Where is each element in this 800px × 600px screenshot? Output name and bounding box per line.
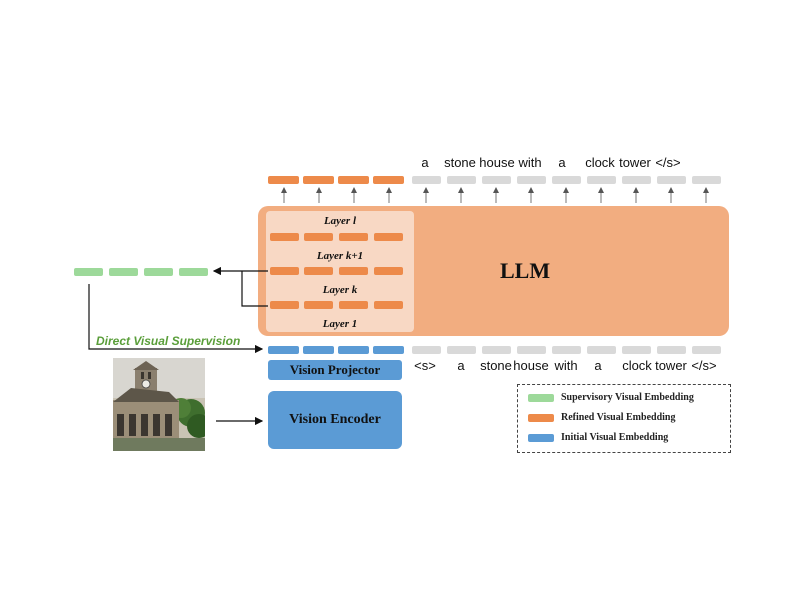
top-word: a	[558, 155, 566, 170]
legend-label: Supervisory Visual Embedding	[561, 392, 694, 403]
bottom-word: tower	[655, 358, 687, 373]
initial-visual-token	[268, 346, 299, 354]
text-input-token	[412, 346, 441, 354]
legend: Supervisory Visual Embedding Refined Vis…	[517, 384, 731, 453]
vision-encoder: Vision Encoder	[268, 391, 402, 449]
layer-token	[304, 233, 333, 241]
top-word: tower	[619, 155, 651, 170]
legend-item-refined: Refined Visual Embedding	[528, 412, 675, 423]
legend-label: Initial Visual Embedding	[561, 432, 669, 443]
layer-token	[270, 267, 299, 275]
text-output-token	[692, 176, 721, 184]
legend-item-supervisory: Supervisory Visual Embedding	[528, 392, 694, 403]
text-output-token	[412, 176, 441, 184]
bottom-word: stone	[480, 358, 512, 373]
bottom-word: a	[594, 358, 602, 373]
layer-token	[339, 267, 368, 275]
text-input-token	[482, 346, 511, 354]
top-word: </s>	[655, 155, 681, 170]
layer-label-l: Layer l	[323, 215, 357, 227]
initial-visual-token	[373, 346, 404, 354]
text-input-token	[622, 346, 651, 354]
text-output-token	[447, 176, 476, 184]
layer-token	[270, 301, 299, 309]
direct-visual-supervision-label: Direct Visual Supervision	[96, 334, 241, 348]
top-word: a	[421, 155, 429, 170]
up-arrows	[281, 187, 709, 203]
bottom-word: <s>	[414, 358, 436, 373]
bottom-word: with	[554, 358, 578, 373]
initial-visual-token	[303, 346, 334, 354]
initial-visual-token	[338, 346, 369, 354]
top-word: house	[479, 155, 515, 170]
bottom-word: clock	[622, 358, 652, 373]
supervisory-token	[179, 268, 208, 276]
text-input-token	[587, 346, 616, 354]
supervisory-token	[144, 268, 173, 276]
layer-token	[270, 233, 299, 241]
layer-token	[374, 267, 403, 275]
layer-label-k: Layer k	[322, 284, 358, 296]
refined-output-token	[303, 176, 334, 184]
layer-token	[374, 301, 403, 309]
text-input-token	[517, 346, 546, 354]
top-word: stone	[444, 155, 476, 170]
vision-projector-label: Vision Projector	[289, 362, 381, 377]
layer-label-1: Layer 1	[322, 318, 358, 330]
supervisory-token	[109, 268, 138, 276]
top-word: clock	[585, 155, 615, 170]
bottom-word: a	[457, 358, 465, 373]
text-input-token	[692, 346, 721, 354]
refined-output-token	[268, 176, 299, 184]
vision-encoder-label: Vision Encoder	[289, 412, 381, 427]
legend-label: Refined Visual Embedding	[561, 412, 676, 423]
text-output-token	[587, 176, 616, 184]
layer-token	[304, 301, 333, 309]
layer-token	[339, 233, 368, 241]
legend-swatch	[528, 433, 554, 442]
text-output-token	[482, 176, 511, 184]
legend-swatch	[528, 413, 554, 422]
supervisory-token	[74, 268, 103, 276]
layer-label-k-plus-1: Layer k+1	[316, 250, 364, 262]
text-input-token	[552, 346, 581, 354]
layer-token	[304, 267, 333, 275]
text-input-token	[657, 346, 686, 354]
text-output-token	[552, 176, 581, 184]
refined-output-token	[373, 176, 404, 184]
text-input-token	[447, 346, 476, 354]
vision-projector: Vision Projector	[268, 360, 402, 380]
legend-item-initial: Initial Visual Embedding	[528, 432, 668, 443]
legend-swatch	[528, 393, 554, 402]
layer-token	[374, 233, 403, 241]
bottom-word: house	[513, 358, 549, 373]
refined-output-token	[338, 176, 369, 184]
text-output-token	[517, 176, 546, 184]
layer-token	[339, 301, 368, 309]
text-output-token	[622, 176, 651, 184]
top-word: with	[518, 155, 542, 170]
bottom-word: </s>	[691, 358, 717, 373]
text-output-token	[657, 176, 686, 184]
stone-house-photo	[113, 358, 205, 451]
llm-title: LLM	[500, 258, 551, 283]
